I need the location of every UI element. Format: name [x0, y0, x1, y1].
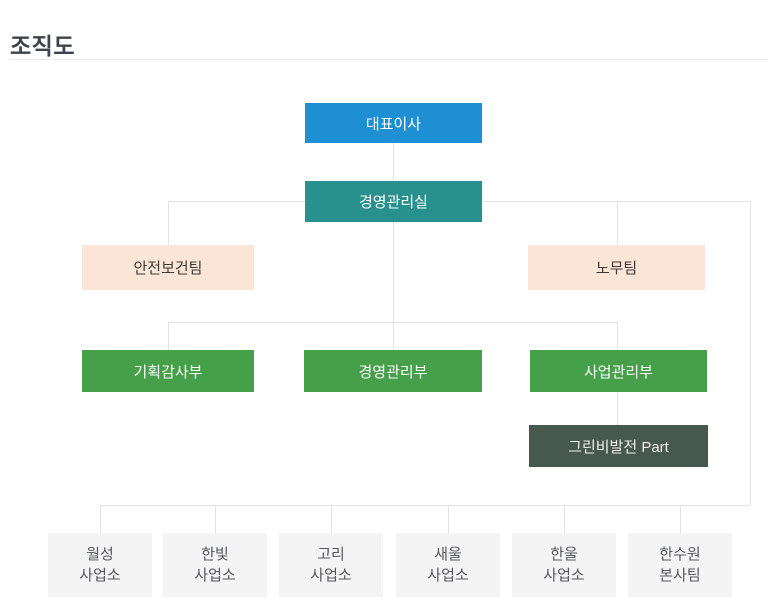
- connector-ceo-office: [393, 143, 394, 181]
- org-node-site-hanbit: 한빛 사업소: [163, 533, 267, 597]
- connector-drop-site-5: [680, 505, 681, 533]
- connector-business-greenbi: [617, 392, 618, 425]
- connector-drop-safety: [168, 201, 169, 245]
- org-node-site-hq-team: 한수원 본사팀: [628, 533, 732, 597]
- org-node-business-dept: 사업관리부: [530, 350, 707, 392]
- site-label: 사업소: [194, 567, 236, 584]
- connector-drop-site-3: [448, 505, 449, 533]
- org-node-labor-team: 노무팀: [528, 245, 705, 290]
- page-title: 조직도: [10, 33, 75, 60]
- connector-right-trunk: [750, 201, 751, 505]
- site-label: 사업소: [427, 567, 469, 584]
- site-name: 월성: [86, 546, 114, 563]
- title-divider: [10, 59, 768, 60]
- site-name: 한울: [550, 546, 578, 563]
- connector-drop-site-2: [331, 505, 332, 533]
- org-node-management-dept: 경영관리부: [304, 350, 482, 392]
- site-name: 한빛: [201, 546, 229, 563]
- site-name: 고리: [317, 546, 345, 563]
- connector-site-level-h: [100, 505, 750, 506]
- connector-drop-business: [617, 322, 618, 350]
- connector-dept-level-h: [168, 322, 617, 323]
- org-node-site-saeul: 새울 사업소: [396, 533, 500, 597]
- connector-office-depts: [393, 222, 394, 350]
- connector-drop-site-4: [564, 505, 565, 533]
- org-node-site-hanul: 한울 사업소: [512, 533, 616, 597]
- site-label: 본사팀: [659, 567, 701, 584]
- org-node-safety-team: 안전보건팀: [82, 245, 254, 290]
- org-node-planning-audit: 기획감사부: [82, 350, 254, 392]
- site-label: 사업소: [79, 567, 121, 584]
- connector-drop-site-0: [100, 505, 101, 533]
- org-node-management-office: 경영관리실: [305, 181, 482, 222]
- connector-drop-labor: [617, 201, 618, 245]
- site-label: 사업소: [310, 567, 352, 584]
- org-node-site-wolseong: 월성 사업소: [48, 533, 152, 597]
- org-node-ceo: 대표이사: [305, 103, 482, 143]
- site-name: 새울: [434, 546, 462, 563]
- org-node-greenbi-part: 그린비발전 Part: [529, 425, 708, 467]
- org-node-site-kori: 고리 사업소: [279, 533, 383, 597]
- connector-drop-site-1: [215, 505, 216, 533]
- site-label: 사업소: [543, 567, 585, 584]
- site-name: 한수원: [659, 546, 701, 563]
- connector-drop-planning: [168, 322, 169, 350]
